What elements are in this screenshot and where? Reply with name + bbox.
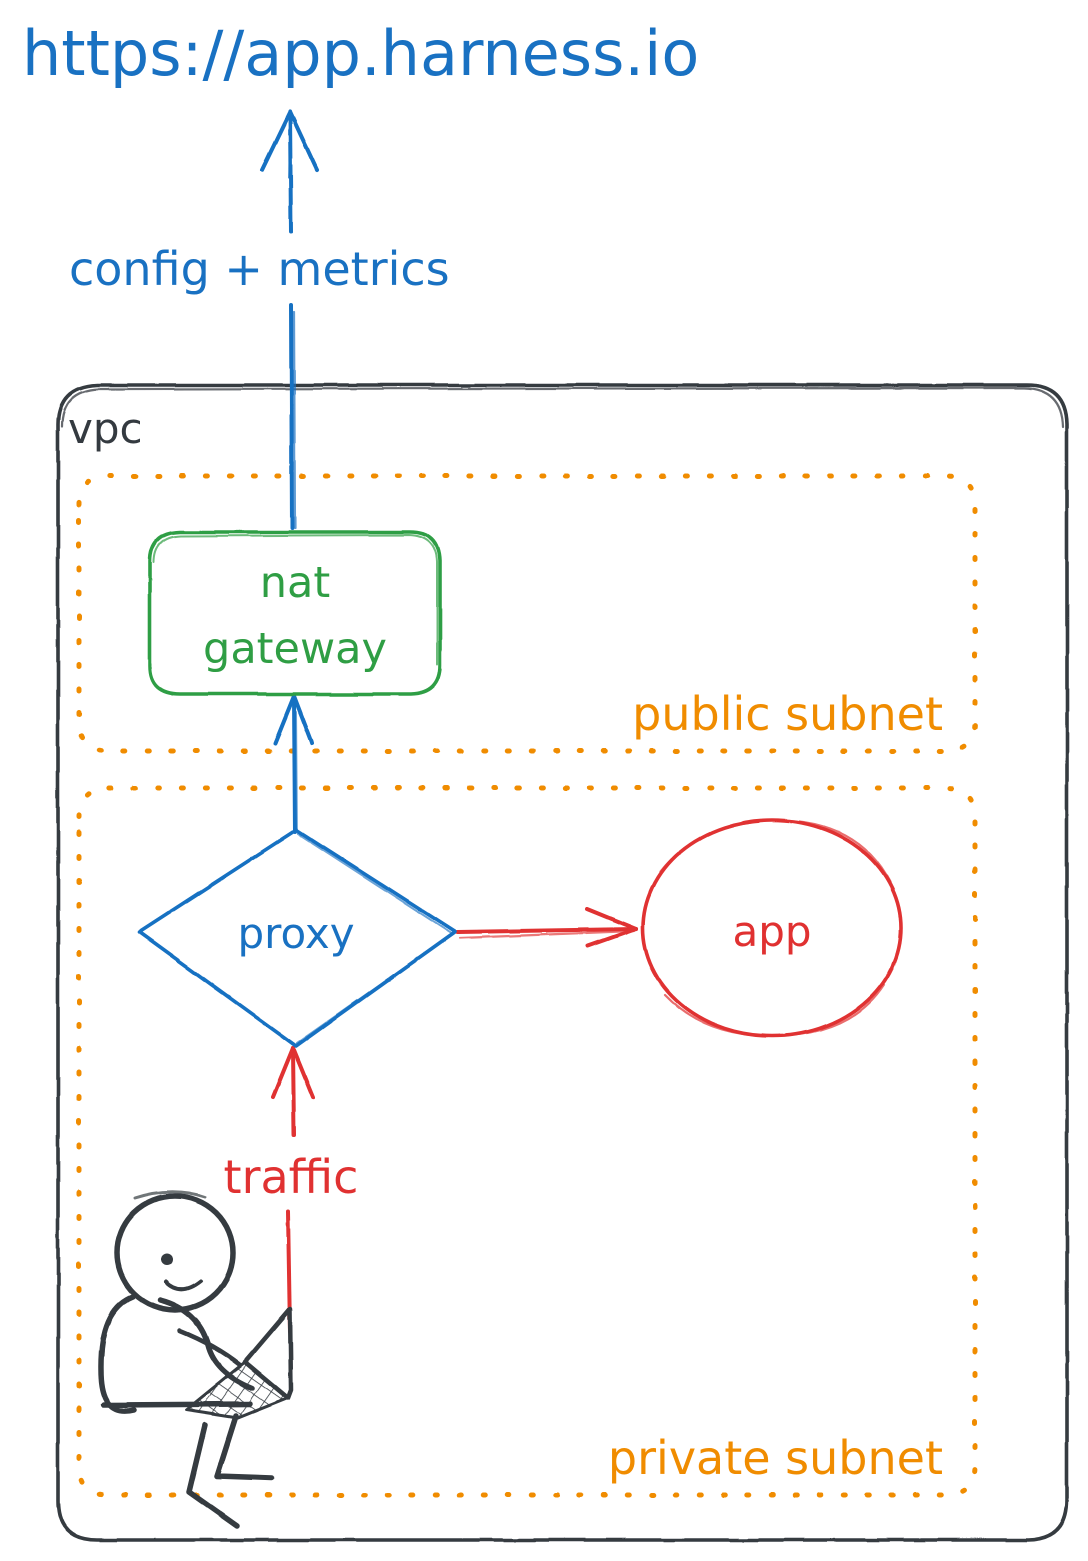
stick-figure-eye — [161, 1253, 173, 1265]
vpc-label: vpc — [68, 404, 143, 453]
edge-proxy-to-app — [456, 907, 638, 948]
stick-figure-head — [114, 1193, 236, 1313]
node-nat-gateway[interactable] — [148, 530, 442, 696]
stick-figure-leg-upper — [214, 1413, 275, 1481]
laptop-keyboard — [184, 1360, 290, 1420]
nat-gateway-label-line1: nat — [260, 558, 330, 608]
config-metrics-label: config + metrics — [69, 242, 450, 296]
public-subnet-label: public subnet — [632, 687, 943, 741]
private-subnet-label: private subnet — [608, 1431, 943, 1485]
vpc-container — [56, 383, 1069, 1542]
nat-gateway-label-line2: gateway — [203, 624, 387, 674]
laptop-screen — [242, 1306, 294, 1401]
node-user-stick-figure — [98, 1190, 294, 1529]
stick-figure-leg-lower — [186, 1422, 240, 1529]
traffic-label: traffic — [224, 1150, 359, 1204]
app-label: app — [732, 907, 811, 956]
edge-proxy-to-nat — [273, 694, 314, 834]
stick-figure-back — [98, 1294, 137, 1414]
proxy-label: proxy — [237, 909, 354, 958]
endpoint-url-label: https://app.harness.io — [22, 17, 699, 90]
stick-figure-smile — [164, 1279, 203, 1292]
node-app[interactable] — [641, 818, 903, 1038]
node-proxy[interactable] — [137, 828, 457, 1048]
edge-nat-to-internet — [260, 110, 319, 530]
